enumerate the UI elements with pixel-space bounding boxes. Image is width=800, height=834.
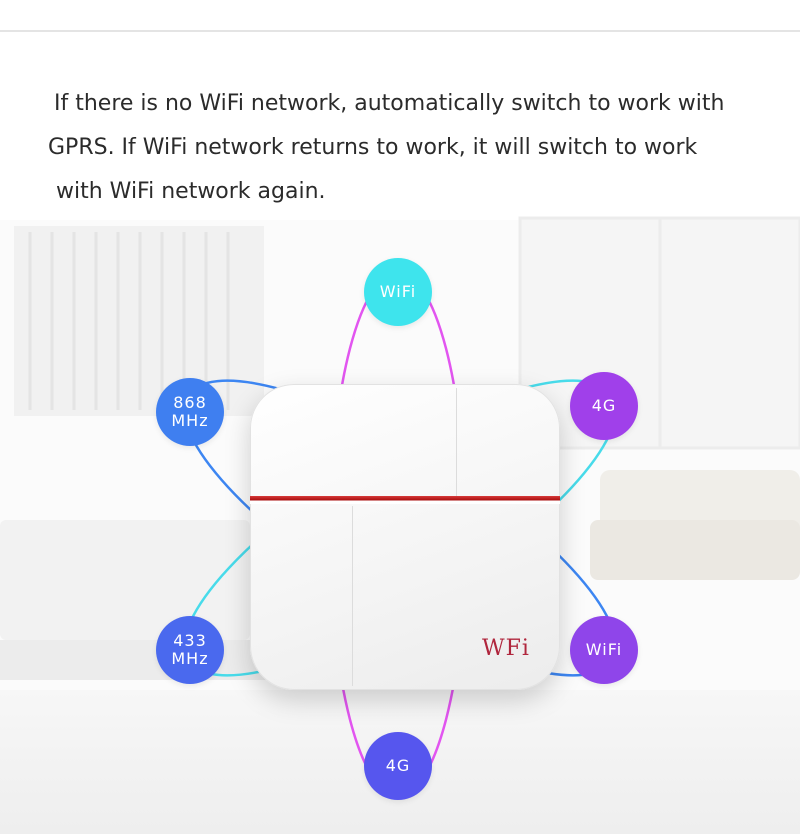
frequency-unit: MHz bbox=[171, 411, 209, 430]
wifi-node-right: WiFi bbox=[570, 616, 638, 684]
wifi-node-top: WiFi bbox=[364, 258, 432, 326]
alarm-hub-device: WFi bbox=[250, 384, 560, 690]
868mhz-node: 868 MHz bbox=[156, 378, 224, 446]
433mhz-node: 433 MHz bbox=[156, 616, 224, 684]
frequency-unit: MHz bbox=[171, 649, 209, 668]
4g-node-right: 4G bbox=[570, 372, 638, 440]
description-line-2: GPRS. If WiFi network returns to work, i… bbox=[48, 135, 698, 160]
4g-label: 4G bbox=[385, 756, 411, 775]
description-line-1: If there is no WiFi network, automatical… bbox=[54, 91, 725, 116]
wifi-label: WiFi bbox=[585, 640, 623, 659]
4g-label: 4G bbox=[591, 396, 617, 415]
top-divider bbox=[0, 30, 800, 32]
wifi-label: WiFi bbox=[379, 282, 417, 301]
description-line-3: with WiFi network again. bbox=[56, 179, 326, 204]
4g-node-bottom: 4G bbox=[364, 732, 432, 800]
panel-seam bbox=[352, 506, 353, 686]
panel-seam bbox=[456, 388, 457, 496]
frequency-value: 433 bbox=[173, 631, 207, 650]
description-text: If there is no WiFi network, automatical… bbox=[48, 82, 768, 214]
bed bbox=[0, 520, 250, 640]
brand-logo: WFi bbox=[482, 636, 530, 661]
frequency-value: 868 bbox=[173, 393, 207, 412]
red-accent-band bbox=[250, 496, 560, 504]
